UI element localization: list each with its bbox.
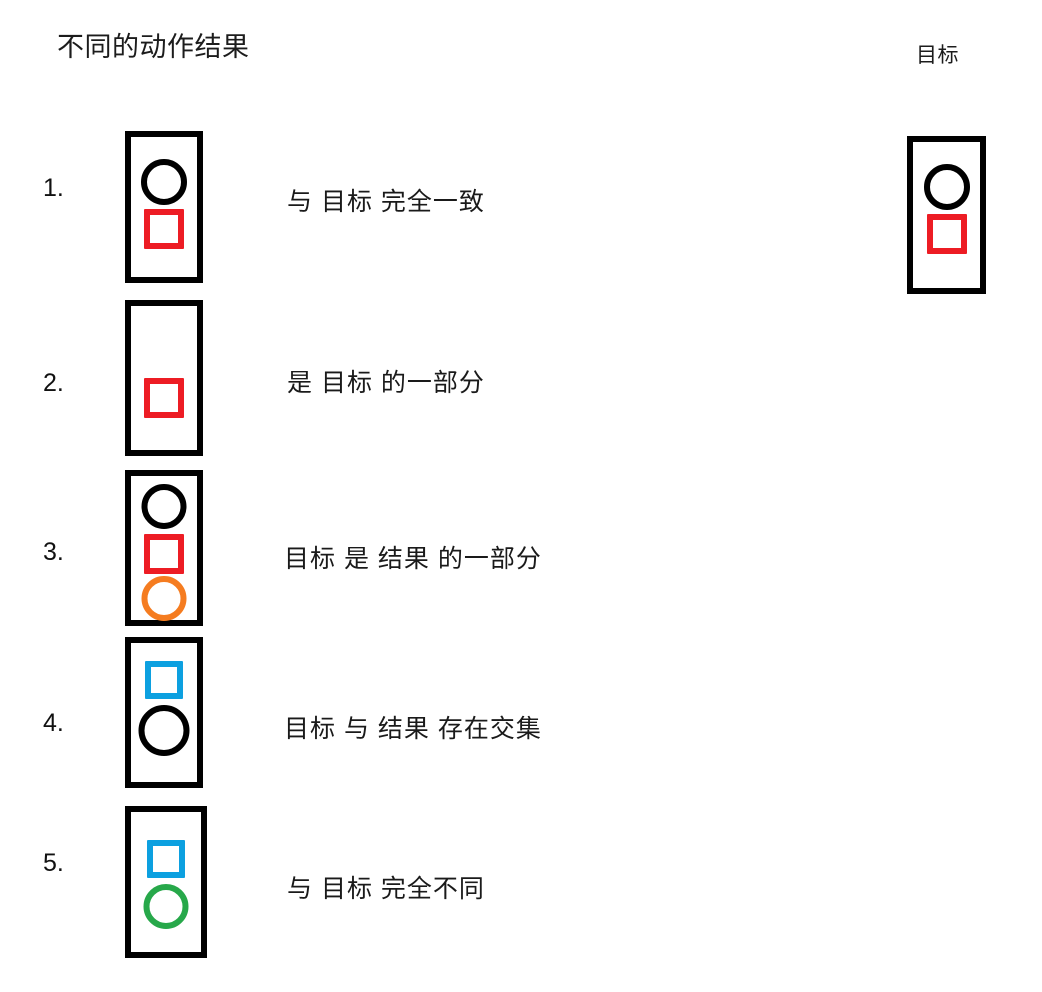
shape-circle-black-r1c1: [141, 159, 187, 205]
row-number-3: 3.: [43, 538, 64, 566]
result-card-1: [125, 131, 203, 283]
result-card-1-contents: [131, 137, 197, 277]
result-card-3: [125, 470, 203, 626]
result-description-3: 目标 是 结果 的一部分: [284, 545, 542, 573]
shape-circle-black-r4c2: [138, 705, 190, 756]
result-description-4: 目标 与 结果 存在交集: [284, 715, 542, 743]
result-description-2: 是 目标 的一部分: [287, 369, 485, 397]
shape-circle-black-r3c1: [141, 484, 187, 529]
row-number-5: 5.: [43, 849, 64, 877]
result-card-4: [125, 637, 203, 788]
result-description-1: 与 目标 完全一致: [287, 188, 485, 216]
result-card-2: [125, 300, 203, 456]
result-card-5: [125, 806, 207, 958]
shape-square-red-r3c2: [144, 534, 184, 574]
target-column-heading: 目标: [916, 44, 959, 67]
shape-square-blue-r5c1: [147, 840, 185, 878]
result-card-5-contents: [131, 812, 201, 952]
target-card: [907, 136, 986, 294]
row-number-2: 2.: [43, 369, 64, 397]
row-number-1: 1.: [43, 174, 64, 202]
results-column-heading: 不同的动作结果: [57, 32, 250, 62]
shape-circle-green-r5c2: [143, 884, 189, 929]
result-card-4-contents: [131, 643, 197, 782]
target-card-contents: [913, 142, 980, 288]
shape-square-red-r1c2: [144, 209, 184, 249]
result-card-2-contents: [131, 306, 197, 450]
shape-square-red-r2c1: [144, 378, 184, 418]
shape-square-blue-r4c1: [145, 661, 183, 699]
shape-circle-black-target1: [923, 164, 970, 210]
row-number-4: 4.: [43, 709, 64, 737]
shape-circle-orange-r3c3: [141, 576, 187, 621]
result-description-5: 与 目标 完全不同: [287, 875, 485, 903]
result-card-3-contents: [131, 476, 197, 621]
shape-square-red-target2: [926, 214, 967, 254]
